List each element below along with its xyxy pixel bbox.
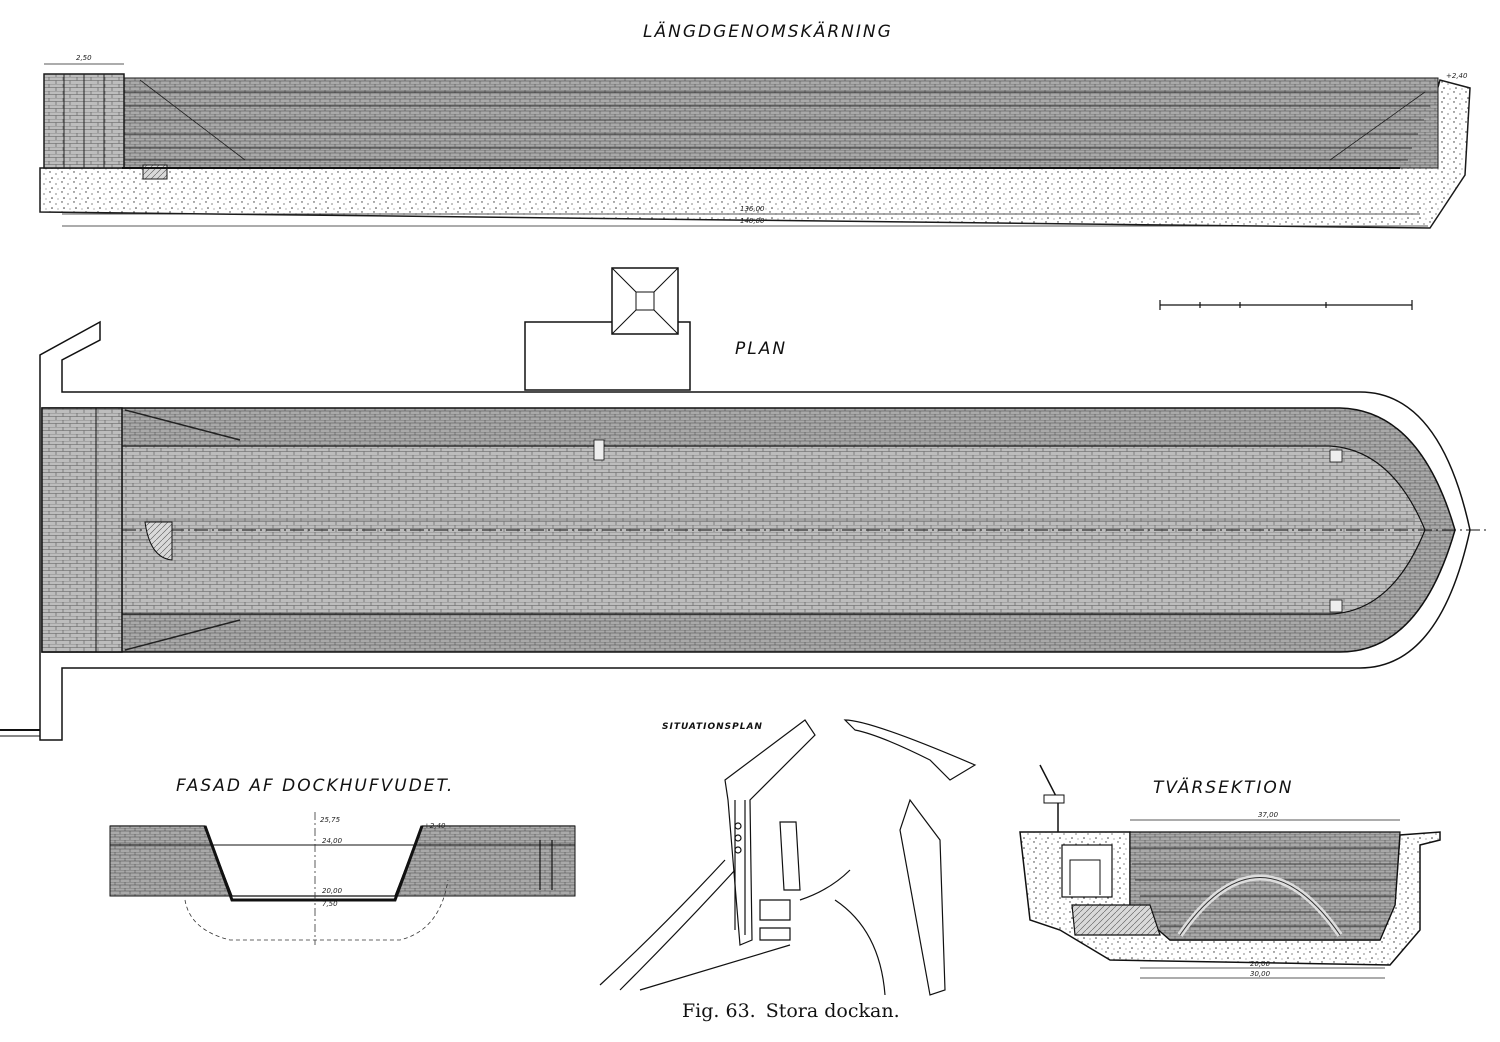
figure-caption: Fig. 63. Stora dockan. (682, 1000, 910, 1022)
longitudinal-section (39, 63, 1471, 229)
long-dimension-2: 140,00 (740, 217, 765, 225)
facade-annotation-lowest: 7,50 (322, 900, 338, 908)
title-facade: FASAD AF DOCKHUFVUDET. (176, 776, 455, 796)
title-situation-plan: SITUATIONSPLAN (662, 722, 763, 732)
figure-title: Stora dockan. (765, 1000, 900, 1022)
facade-view (109, 812, 576, 945)
plan-view (0, 267, 1490, 741)
title-plan: PLAN (735, 339, 788, 359)
long-annotation-top-right: +2,40 (1446, 72, 1468, 80)
figure-number: Fig. 63. (682, 1000, 756, 1022)
facade-annotation-top: 25,75 (320, 816, 341, 824)
facade-annotation-mid: 24,00 (322, 837, 343, 845)
cross-dimension-2: 30,00 (1250, 970, 1271, 978)
cross-section (1019, 764, 1441, 979)
facade-annotation-right: +2,40 (424, 822, 446, 830)
scale-bar (1159, 300, 1413, 310)
title-longitudinal-section: LÄNGDGENOMSKÄRNING (643, 22, 893, 42)
facade-annotation-bottom: 20,00 (322, 887, 343, 895)
situation-plan (599, 719, 977, 996)
long-annotation-top-left: 2,50 (76, 54, 92, 62)
cross-dimension-1: 20,00 (1250, 960, 1271, 968)
cross-annotation-top: 37,00 (1258, 811, 1279, 819)
long-dimension-1: 136,00 (740, 205, 765, 213)
title-cross-section: TVÄRSEKTION (1153, 778, 1294, 798)
